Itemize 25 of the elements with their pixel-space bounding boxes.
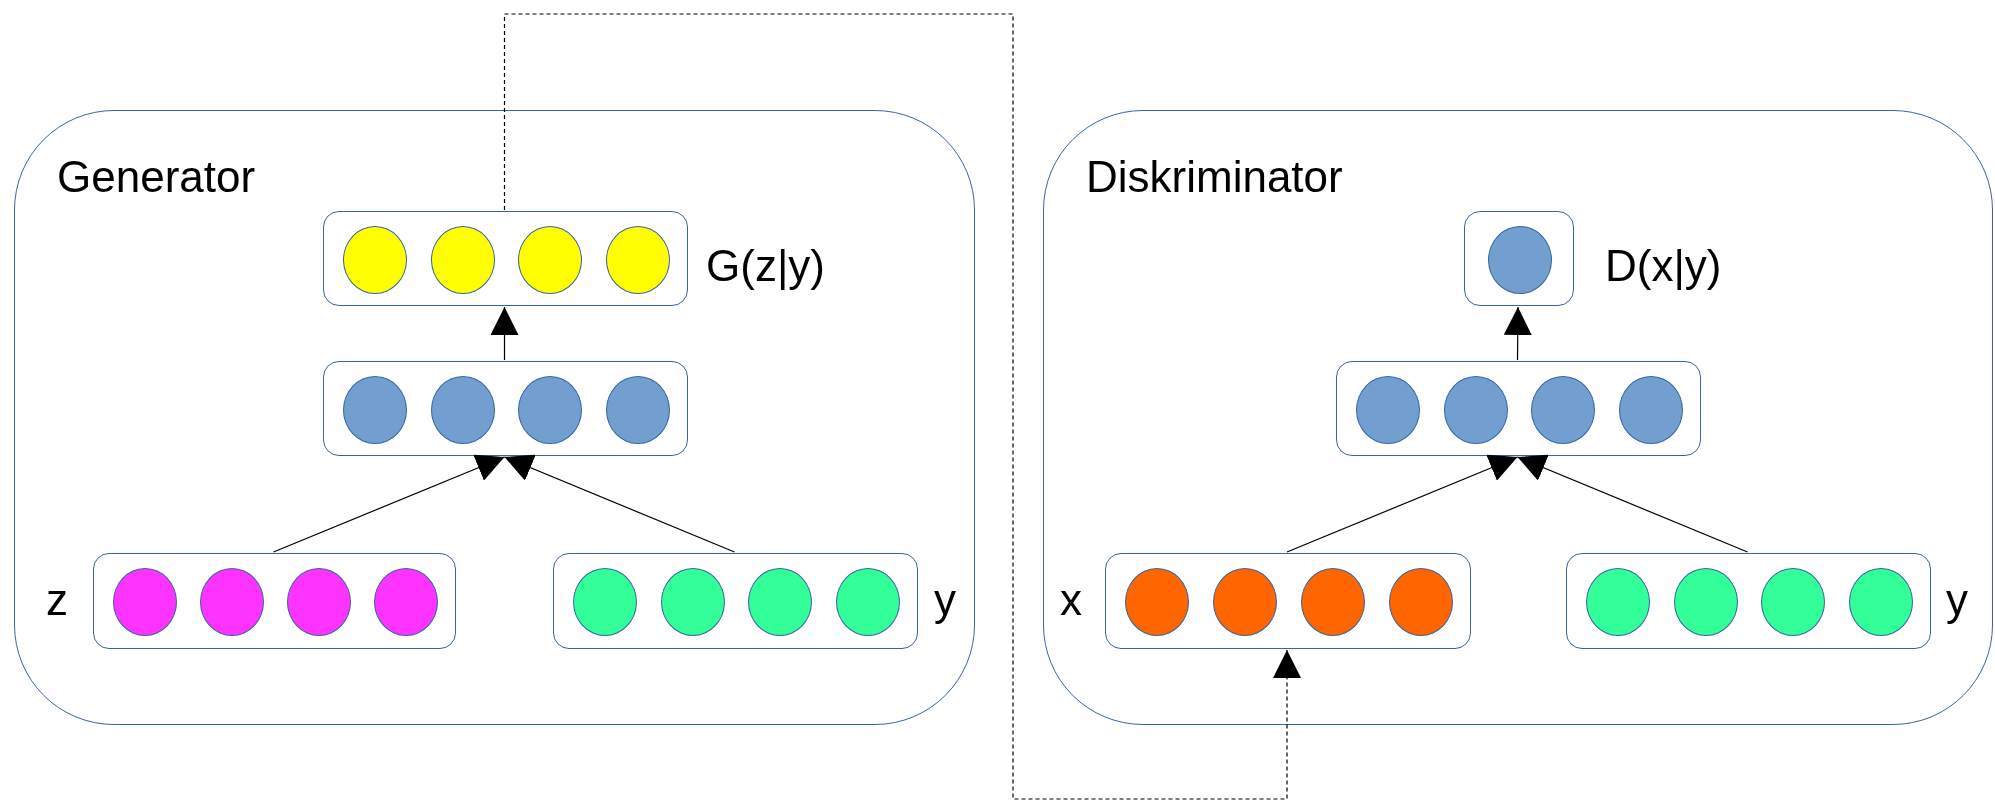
- layer-label: x: [1060, 578, 1082, 622]
- arrow: [1503, 306, 1532, 361]
- network-panel: [14, 110, 975, 725]
- layer-label: D(x|y): [1605, 244, 1722, 288]
- arrow: [490, 306, 519, 361]
- arrow: [272, 454, 506, 553]
- layer-box: [1566, 553, 1931, 649]
- panel-title: Generator: [57, 155, 256, 199]
- arrow: [503, 454, 736, 553]
- dashed-arrow: [503, 13, 1301, 800]
- layer-box: [323, 361, 688, 456]
- layer-box: [93, 553, 456, 649]
- layer-box: [1105, 553, 1471, 649]
- layer-label: G(z|y): [706, 244, 825, 288]
- layer-box: [553, 553, 918, 649]
- network-panel: [1043, 110, 1993, 725]
- layer-label: z: [46, 578, 68, 622]
- arrow: [1286, 454, 1519, 553]
- layer-box: [323, 211, 688, 306]
- layer-box: [1464, 211, 1574, 306]
- arrow: [1516, 454, 1749, 553]
- layer-label: y: [934, 578, 956, 622]
- layer-box: [1336, 361, 1701, 456]
- panel-title: Diskriminator: [1086, 155, 1343, 199]
- layer-label: y: [1946, 578, 1968, 622]
